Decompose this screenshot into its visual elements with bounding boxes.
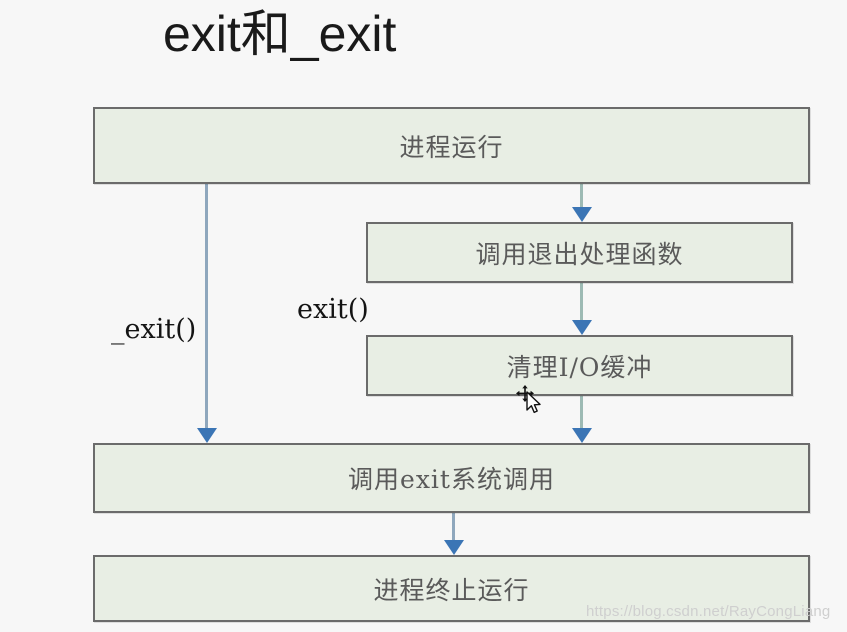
node-exit-syscall[interactable]: 调用exit系统调用 <box>93 443 810 513</box>
edge-label-underscore-exit: _exit() <box>111 314 197 345</box>
node-label: 进程运行 <box>399 132 504 162</box>
node-exit-handlers[interactable]: 调用退出处理函数 <box>366 222 793 283</box>
connector-stem <box>205 184 208 428</box>
node-flush-io[interactable]: 清理I/O缓冲 <box>366 335 793 396</box>
arrowhead-icon <box>572 320 592 335</box>
arrowhead-icon <box>572 428 592 443</box>
connector-stem <box>580 283 583 320</box>
node-process-running[interactable]: 进程运行 <box>93 107 810 184</box>
connector-stem <box>452 513 455 540</box>
watermark: https://blog.csdn.net/RayCongLiang <box>586 603 831 620</box>
arrowhead-icon <box>444 540 464 555</box>
connector-stem <box>580 396 583 428</box>
arrowhead-icon <box>572 207 592 222</box>
node-process-end[interactable]: 进程终止运行 <box>93 555 810 622</box>
page-title: exit和_exit <box>163 6 397 62</box>
connector-stem <box>580 184 583 207</box>
node-label: 进程终止运行 <box>373 575 530 605</box>
arrowhead-icon <box>197 428 217 443</box>
node-label: 清理I/O缓冲 <box>506 352 653 382</box>
node-label: 调用exit系统调用 <box>348 465 555 494</box>
edge-label-exit: exit() <box>297 294 369 325</box>
node-label: 调用退出处理函数 <box>475 239 684 269</box>
